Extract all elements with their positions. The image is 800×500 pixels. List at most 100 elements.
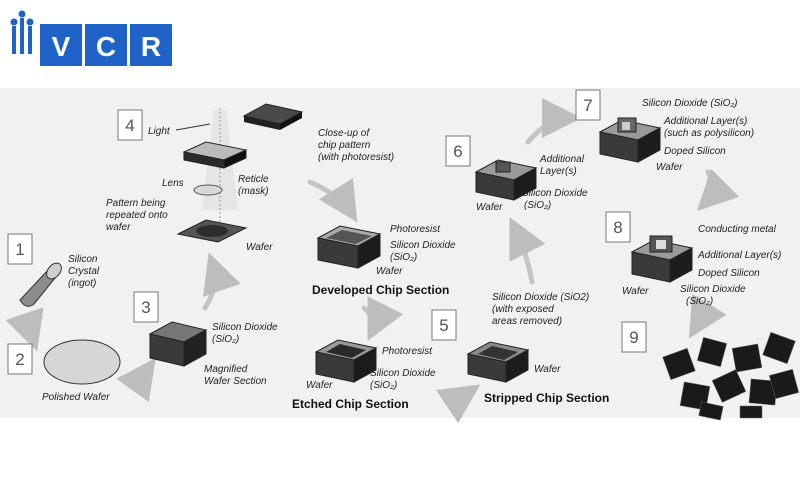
- label-reticle: Reticle: [238, 174, 269, 185]
- closeup-chip: [242, 103, 304, 130]
- label-wafer-4: Wafer: [246, 242, 273, 253]
- step-7-number: 7: [583, 96, 592, 115]
- label-sio2-formula-8: (SiO₂): [686, 296, 713, 307]
- label-light: Light: [148, 126, 171, 137]
- logo-chip-icon: [10, 10, 34, 54]
- label-crystal: Crystal: [68, 266, 100, 277]
- label-wafer-6: Wafer: [476, 202, 503, 213]
- stripped-chip-cube: [466, 341, 530, 383]
- step-7-box: 7: [575, 89, 601, 121]
- label-exposed-2: areas removed): [492, 316, 562, 327]
- label-additional-7a: Additional Layer(s): [663, 116, 747, 127]
- step-7-cube: [598, 117, 662, 163]
- step-numbers: 1 2 3 4 5 6 7 8: [7, 89, 647, 375]
- label-wafer-dev: Wafer: [376, 266, 403, 277]
- light-beam: [202, 108, 238, 232]
- label-closeup-1: Close-up of: [318, 128, 370, 139]
- label-wafer-8: Wafer: [622, 286, 649, 297]
- arrow-5-6: [509, 217, 546, 285]
- step-1-number: 1: [15, 240, 24, 259]
- logo-letter-v: V: [52, 31, 71, 62]
- arrow-4-dev: [307, 177, 358, 223]
- label-wafer-etched: Wafer: [306, 380, 333, 391]
- diced-chips: [662, 331, 800, 421]
- label-lens: Lens: [162, 178, 184, 189]
- arrow-8-9: [688, 293, 727, 339]
- arrow-3-4: [202, 252, 241, 311]
- label-mask: (mask): [238, 186, 269, 197]
- title-etched-chip: Etched Chip Section: [292, 397, 409, 411]
- label-additional-8: Additional Layer(s): [697, 250, 781, 261]
- label-sio2-formula-3: (SiO₂): [212, 334, 239, 345]
- label-doped-7: Doped Silicon: [664, 146, 726, 157]
- label-sio2-3: Silicon Dioxide: [212, 322, 278, 333]
- arrow-7-8: [696, 168, 740, 212]
- label-closeup-2: chip pattern: [318, 140, 371, 151]
- label-sio2-step5: Silicon Dioxide (SiO2): [492, 292, 589, 303]
- step-8-cube: [630, 235, 694, 283]
- label-additional-6b: Layer(s): [540, 166, 577, 177]
- reticle-mask: [182, 141, 248, 169]
- logo-box-v: [40, 24, 82, 66]
- step-3-number: 3: [141, 298, 150, 317]
- step-2-box: 2: [7, 343, 33, 375]
- step-2-number: 2: [15, 350, 24, 369]
- logo-letter-c: C: [96, 31, 116, 62]
- step-6-number: 6: [453, 142, 462, 161]
- silicon-ingot-illustration: [19, 262, 62, 307]
- label-doped-8: Doped Silicon: [698, 268, 760, 279]
- label-conducting-metal: Conducting metal: [698, 224, 777, 235]
- step-9-box: 9: [621, 321, 647, 353]
- logo-box-c: [85, 24, 127, 66]
- label-pattern-2: repeated onto: [106, 210, 168, 221]
- vcr-logo[interactable]: V C R: [10, 10, 173, 67]
- step-3-box: 3: [133, 291, 159, 323]
- step-4-box: 4: [117, 109, 143, 141]
- logo-box-r: [130, 24, 172, 66]
- label-pattern-1: Pattern being: [106, 198, 166, 209]
- label-sio2-formula-6: (SiO₂): [524, 200, 551, 211]
- label-polished-wafer: Polished Wafer: [42, 392, 110, 403]
- label-sio2-formula-etched: (SiO₂): [370, 380, 397, 391]
- arrow-dev-etched: [361, 296, 404, 341]
- label-sio2-8: Silicon Dioxide: [680, 284, 746, 295]
- step-5-box: 5: [431, 309, 457, 341]
- label-sio2-dev: Silicon Dioxide: [390, 240, 456, 251]
- label-additional-7b: (such as polysilicon): [664, 128, 754, 139]
- magnified-wafer-cube: [148, 321, 208, 367]
- title-developed-chip: Developed Chip Section: [312, 283, 449, 297]
- label-magnified: Magnified: [204, 364, 248, 375]
- step-5-number: 5: [439, 316, 448, 335]
- label-silicon: Silicon: [68, 254, 98, 265]
- label-sio2-6: Silicon Dioxide: [522, 188, 588, 199]
- label-photoresist-etched: Photoresist: [382, 346, 433, 357]
- step-8-box: 8: [605, 211, 631, 243]
- arrow-2-3: [116, 357, 156, 403]
- label-additional-6a: Additional: [539, 154, 585, 165]
- developed-chip-cube: [316, 225, 382, 269]
- label-photoresist-dev: Photoresist: [390, 224, 441, 235]
- arrow-1-2: [5, 307, 44, 352]
- label-wafer-7: Wafer: [656, 162, 683, 173]
- label-wafer-5: Wafer: [534, 364, 561, 375]
- title-stripped-chip: Stripped Chip Section: [484, 391, 609, 405]
- step-4-number: 4: [125, 116, 134, 135]
- step-6-box: 6: [445, 135, 471, 167]
- label-sio2-inline-7: Silicon Dioxide (SiO₂): [642, 98, 738, 109]
- label-wafer-section: Wafer Section: [204, 376, 267, 387]
- step-1-box: 1: [7, 233, 33, 265]
- flow-arrows: [5, 98, 740, 424]
- label-sio2-formula-dev: (SiO₂): [390, 252, 417, 263]
- label-ingot: (ingot): [68, 278, 96, 289]
- label-exposed-1: (with exposed: [492, 304, 554, 315]
- arrow-6-7: [525, 98, 582, 145]
- polished-wafer-illustration: [43, 339, 121, 385]
- etched-chip-cube: [314, 339, 378, 383]
- exposure-wafer: [176, 219, 248, 243]
- arrow-etched-stripped: [435, 384, 481, 424]
- lens: [193, 184, 223, 196]
- label-sio2-etched: Silicon Dioxide: [370, 368, 436, 379]
- step-8-number: 8: [613, 218, 622, 237]
- logo-letter-r: R: [141, 31, 161, 62]
